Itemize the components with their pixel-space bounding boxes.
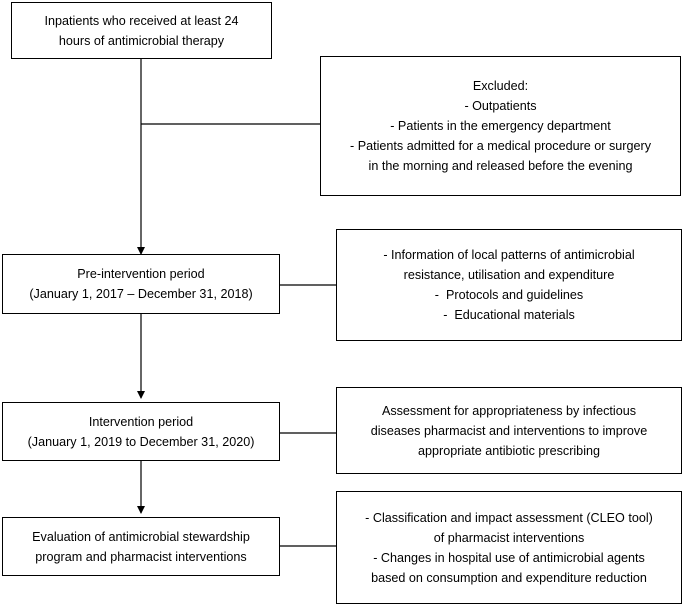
excluded-item-1: - Outpatients <box>464 99 537 113</box>
excluded-item-3-cont: in the morning and released before the e… <box>368 159 633 173</box>
evaluation-detail-1: - Classification and impact assessment (… <box>365 510 653 525</box>
excluded-heading: Excluded: <box>472 79 529 93</box>
intervention-title: Intervention period <box>88 414 194 429</box>
intervention-detail-1: Assessment for appropriateness by infect… <box>381 403 637 418</box>
start-box-inpatients: Inpatients who received at least 24 hour… <box>11 2 272 59</box>
excluded-item-2: - Patients in the emergency department <box>390 119 611 133</box>
pre-intervention-box: Pre-intervention period (January 1, 2017… <box>2 254 280 314</box>
start-line-2: hours of antimicrobial therapy <box>58 33 225 48</box>
start-line-1: Inpatients who received at least 24 <box>44 13 239 28</box>
pre-intervention-dates: (January 1, 2017 – December 31, 2018) <box>29 287 253 301</box>
pre-detail-3: - Educational materials <box>443 308 575 322</box>
excluded-box: Excluded: - Outpatients - Patients in th… <box>320 56 681 196</box>
pre-intervention-details-box: - Information of local patterns of antim… <box>336 229 682 341</box>
pre-detail-1-cont: resistance, utilisation and expenditure <box>403 268 615 282</box>
pre-intervention-title: Pre-intervention period <box>77 267 205 281</box>
evaluation-details-box: - Classification and impact assessment (… <box>336 491 682 604</box>
intervention-dates: (January 1, 2019 to December 31, 2020) <box>27 434 255 449</box>
intervention-box: Intervention period (January 1, 2019 to … <box>2 402 280 461</box>
pre-detail-2: - Protocols and guidelines <box>434 288 584 302</box>
intervention-detail-2: diseases pharmacist and interventions to… <box>370 423 648 438</box>
evaluation-line-1: Evaluation of antimicrobial stewardship <box>32 529 250 544</box>
pre-detail-1: - Information of local patterns of antim… <box>383 248 635 262</box>
excluded-item-3: - Patients admitted for a medical proced… <box>350 139 651 153</box>
intervention-detail-3: appropriate antibiotic prescribing <box>417 443 600 458</box>
intervention-details-box: Assessment for appropriateness by infect… <box>336 387 682 474</box>
evaluation-box: Evaluation of antimicrobial stewardship … <box>2 517 280 576</box>
evaluation-detail-2-cont: based on consumption and expenditure red… <box>371 570 647 585</box>
evaluation-detail-2: - Changes in hospital use of antimicrobi… <box>373 550 645 565</box>
evaluation-detail-1-cont: of pharmacist interventions <box>433 530 585 545</box>
evaluation-line-2: program and pharmacist interventions <box>35 549 247 564</box>
